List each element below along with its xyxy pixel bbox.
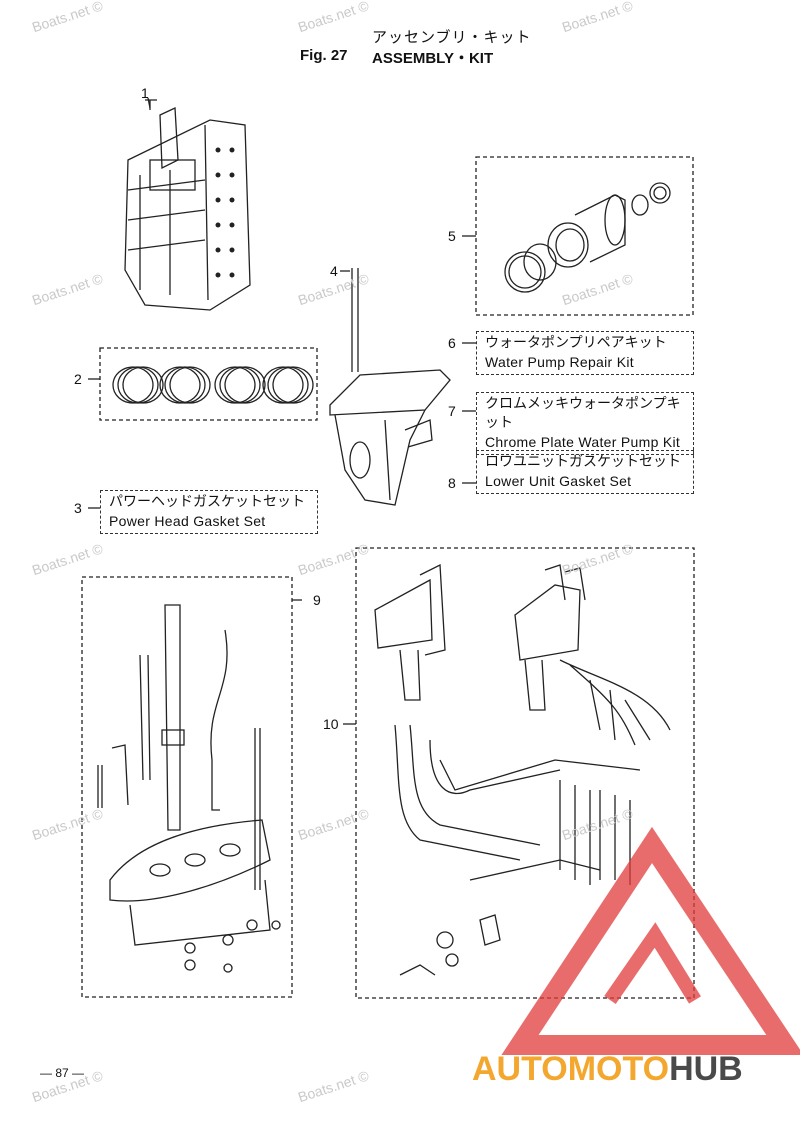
kit-label-jp: ウォータポンプリペアキット	[485, 335, 667, 351]
remote-control-drawing	[355, 547, 695, 999]
piston-rings-drawing	[99, 347, 318, 421]
kit-label-en: Power Head Gasket Set	[109, 513, 266, 529]
callout-6: 6	[448, 335, 456, 351]
callout-10: 10	[323, 716, 339, 732]
callout-2: 2	[74, 371, 82, 387]
callout-3: 3	[74, 500, 82, 516]
kit-power-head-gasket-set: パワーヘッドガスケットセット Power Head Gasket Set	[100, 490, 318, 534]
callout-4: 4	[330, 263, 338, 279]
title-japanese: アッセンブリ・キット	[372, 28, 532, 46]
logo-triangle	[501, 826, 800, 1055]
kit-label-jp: クロムメッキウォータポンプキット	[485, 396, 681, 431]
kit-water-pump-repair-kit: ウォータポンプリペアキット Water Pump Repair Kit	[476, 331, 694, 375]
figure-number: Fig. 27	[300, 47, 348, 64]
callout-5: 5	[448, 228, 456, 244]
callout-8: 8	[448, 475, 456, 491]
kit-label-jp: ロワユニットガスケットセット	[485, 454, 681, 470]
callout-1: 1	[141, 85, 149, 101]
lower-unit-drawing	[329, 268, 451, 506]
title-english: ASSEMBLY・KIT	[372, 50, 494, 67]
kit-label-en: Water Pump Repair Kit	[485, 354, 634, 370]
water-pump-drawing	[475, 156, 694, 316]
kit-label-en: Lower Unit Gasket Set	[485, 473, 632, 489]
callout-9: 9	[313, 592, 321, 608]
powerhead-drawing	[124, 99, 251, 311]
callout-7: 7	[448, 403, 456, 419]
kit-label-en: Chrome Plate Water Pump Kit	[485, 434, 681, 450]
logo-text-part2: HUB	[669, 1050, 743, 1088]
kit-label-jp: パワーヘッドガスケットセット	[109, 494, 305, 510]
kit-chrome-plate-water-pump-kit: クロムメッキウォータポンプキット Chrome Plate Water Pump…	[476, 392, 694, 455]
gearcase-parts-drawing	[81, 576, 293, 998]
automotohub-logo: AUTOMOTOHUB	[472, 1050, 743, 1089]
kit-lower-unit-gasket-set: ロワユニットガスケットセット Lower Unit Gasket Set	[476, 450, 694, 494]
page-number: — 87 —	[40, 1066, 85, 1080]
logo-text-part1: AUTOMOTO	[472, 1050, 670, 1088]
